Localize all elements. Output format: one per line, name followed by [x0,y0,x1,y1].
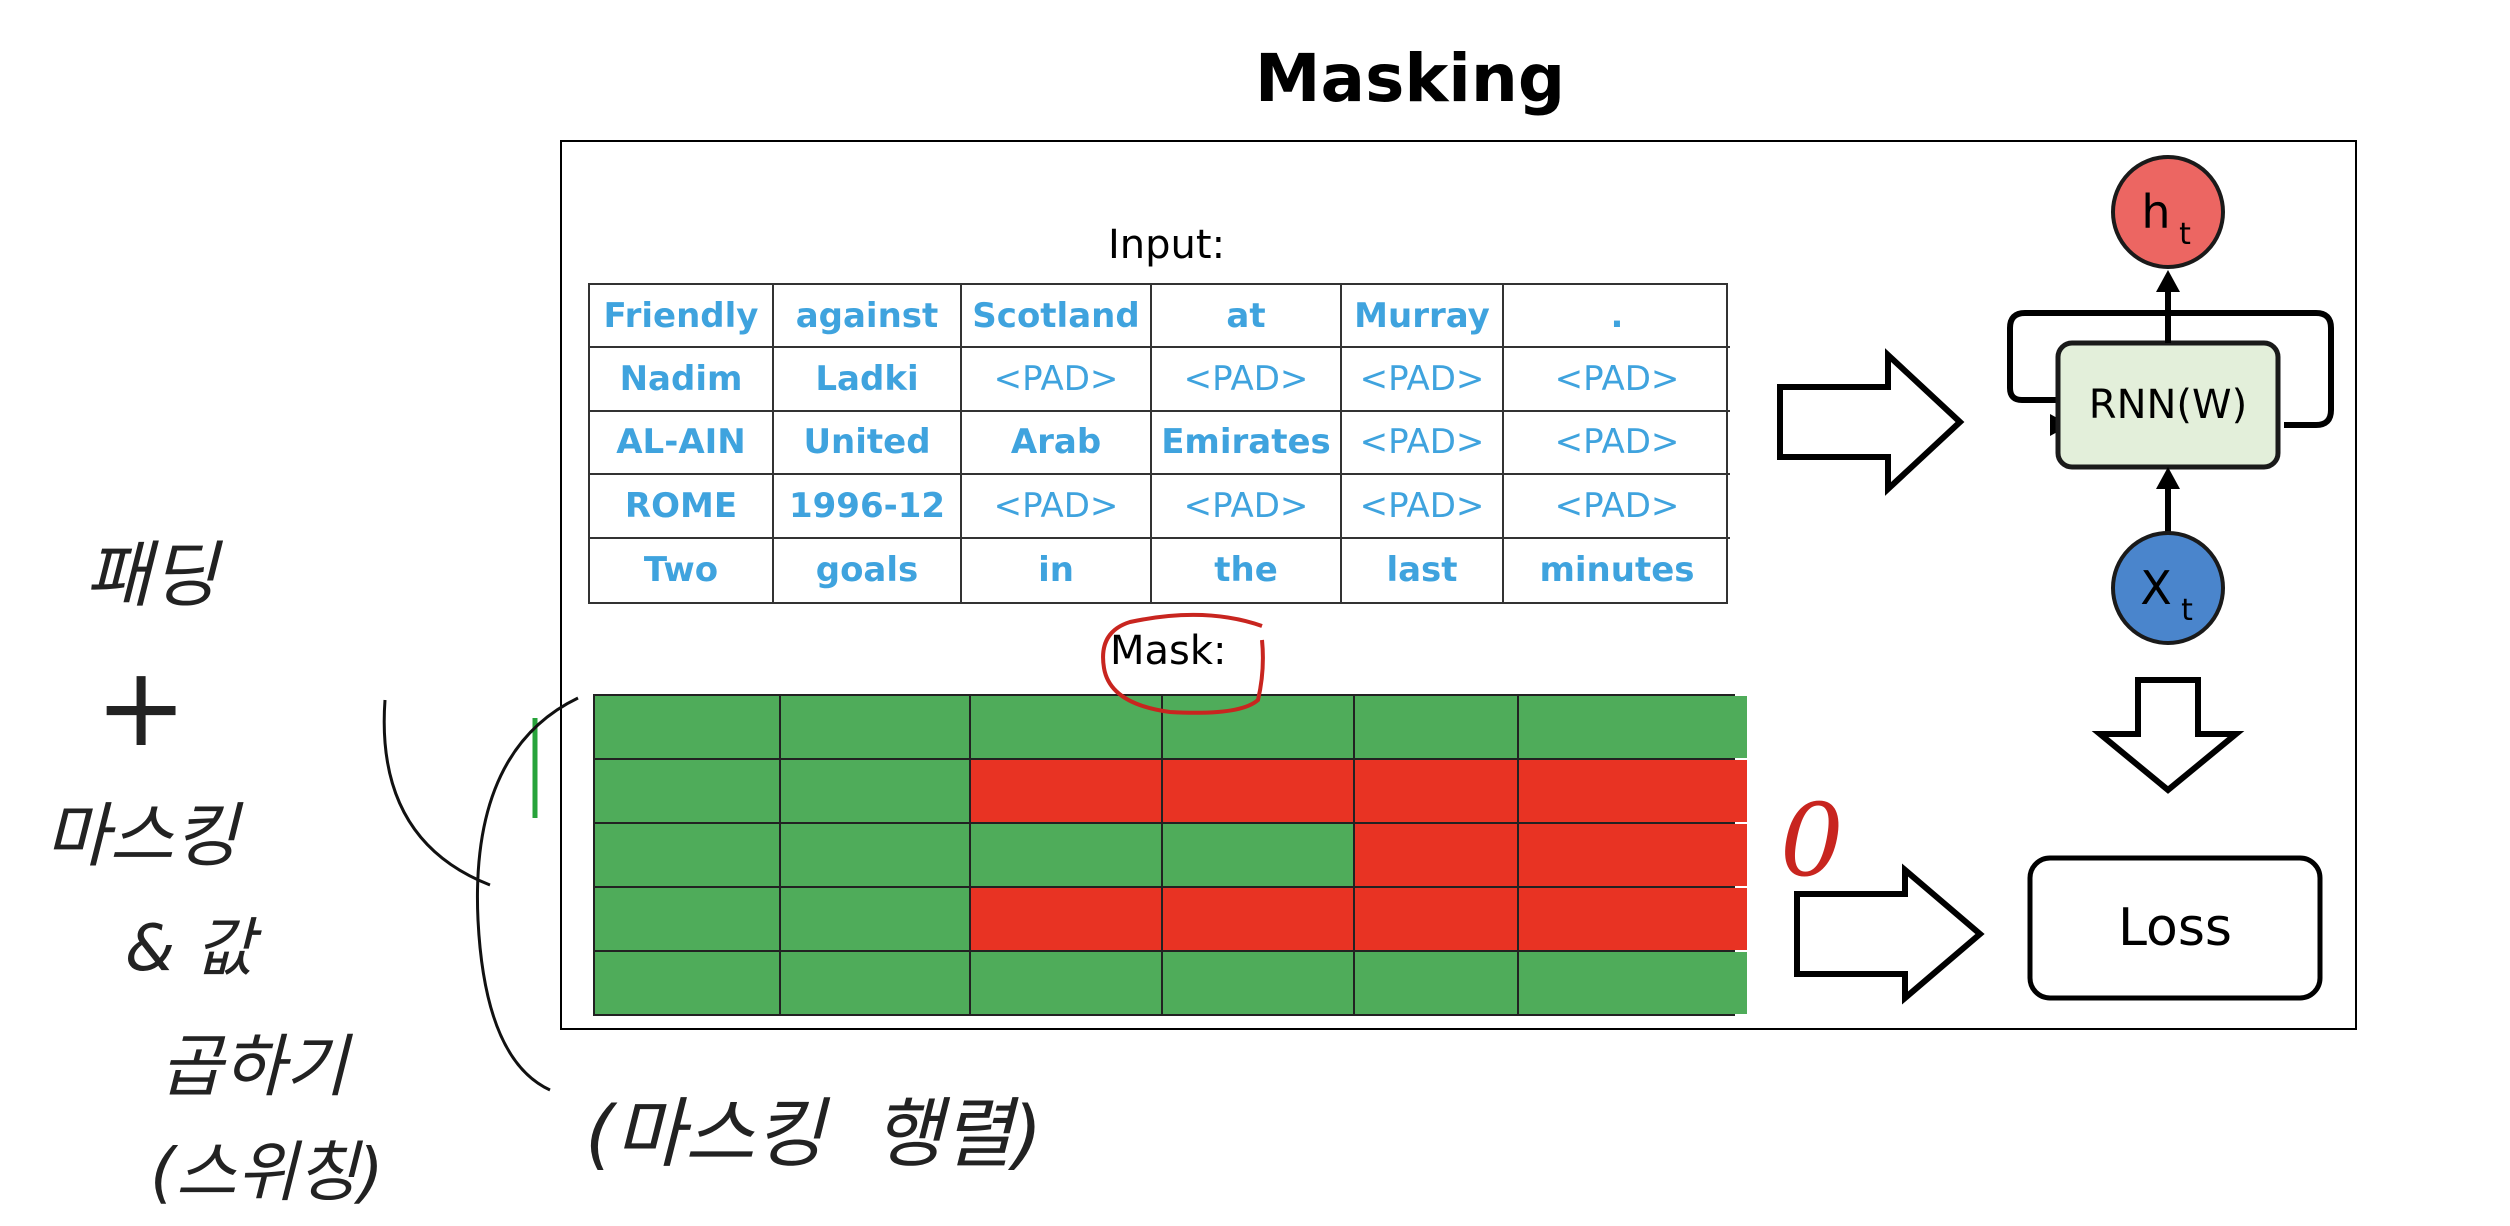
mask-cell-on [595,952,779,1014]
arrow-right-icon [1794,863,1985,1005]
mask-cell-on [781,888,969,950]
token-cell: minutes [1539,550,1695,591]
token-cell: Scotland [962,285,1152,349]
mask-cell-off [1519,888,1747,950]
token-cell: last [1342,538,1504,602]
mask-cell-on [1163,952,1353,1014]
token-cell: . [1504,285,1730,349]
mask-cell-on [1355,952,1517,1014]
mask-cell-off [1519,824,1747,886]
mask-cell-on [1519,696,1747,758]
mask-cell-off [1355,760,1517,822]
token-cell: goals [774,538,962,602]
token-cell: ROME [590,475,774,539]
token-cell: Two [590,538,774,602]
mask-cell-off [971,888,1161,950]
token-cell: Emirates [1152,411,1342,476]
token-cell: Nadim [590,348,774,412]
input-node-label: X [2140,561,2172,615]
arrow-down-icon [2091,677,2245,794]
token-cell: Ladki [774,348,962,412]
token-cell: 1996-12 [774,475,962,539]
hidden-state-label: h [2141,185,2170,239]
token-cell: <PAD> [962,475,1152,539]
mask-cell-on [971,824,1161,886]
slide-frame [560,140,2357,1030]
mask-cell-on [781,824,969,886]
input-label: Input: [1108,222,1226,268]
rnn-cell-label: RNN(W) [2089,382,2247,428]
token-cell: <PAD> [1152,475,1342,539]
mask-matrix-grid [593,694,1747,1016]
mask-cell-on [595,888,779,950]
mask-cell-on [781,952,969,1014]
token-cell: <PAD> [1342,348,1504,412]
token-cell: <PAD> [1152,348,1342,412]
mask-cell-off [1163,888,1353,950]
token-cell: <PAD> [1504,475,1730,539]
token-cell: Friendly [590,285,774,349]
mask-cell-on [1519,952,1747,1014]
loss-box [2027,855,2323,1001]
arrow-right-icon [1777,348,1965,496]
token-cell: United [774,411,962,476]
token-cell: the [1152,538,1342,602]
mask-cell-off [1355,888,1517,950]
mask-cell-on [595,760,779,822]
hidden-state-subscript: t [2179,217,2191,252]
token-cell: Murray [1342,285,1504,349]
mask-cell-on [1163,824,1353,886]
token-cell: in [962,538,1152,602]
token-cell: <PAD> [1342,411,1504,476]
mask-cell-on [595,696,779,758]
loss-label: Loss [2118,898,2232,958]
token-cell: against [774,285,962,349]
token-cell: at [1152,285,1342,349]
mask-cell-on [971,952,1161,1014]
token-cell: AL-AIN [590,411,774,476]
mask-cell-on [1355,696,1517,758]
hidden-state-node [2111,155,2225,269]
mask-cell-on [781,696,969,758]
mask-cell-on [595,824,779,886]
token-cell: <PAD> [1504,412,1730,476]
input-node-subscript: t [2181,593,2193,628]
token-cell: Arab [962,411,1152,476]
input-node [2111,531,2225,645]
mask-cell-off [971,760,1161,822]
page-title: Masking [1254,40,1566,117]
token-cell: <PAD> [1504,348,1730,412]
token-cell: <PAD> [1342,475,1504,539]
mask-cell-off [1355,824,1517,886]
mask-cell-on [781,760,969,822]
mask-cell-off [1163,760,1353,822]
token-cell: <PAD> [962,348,1152,412]
mask-cell-off [1519,760,1747,822]
